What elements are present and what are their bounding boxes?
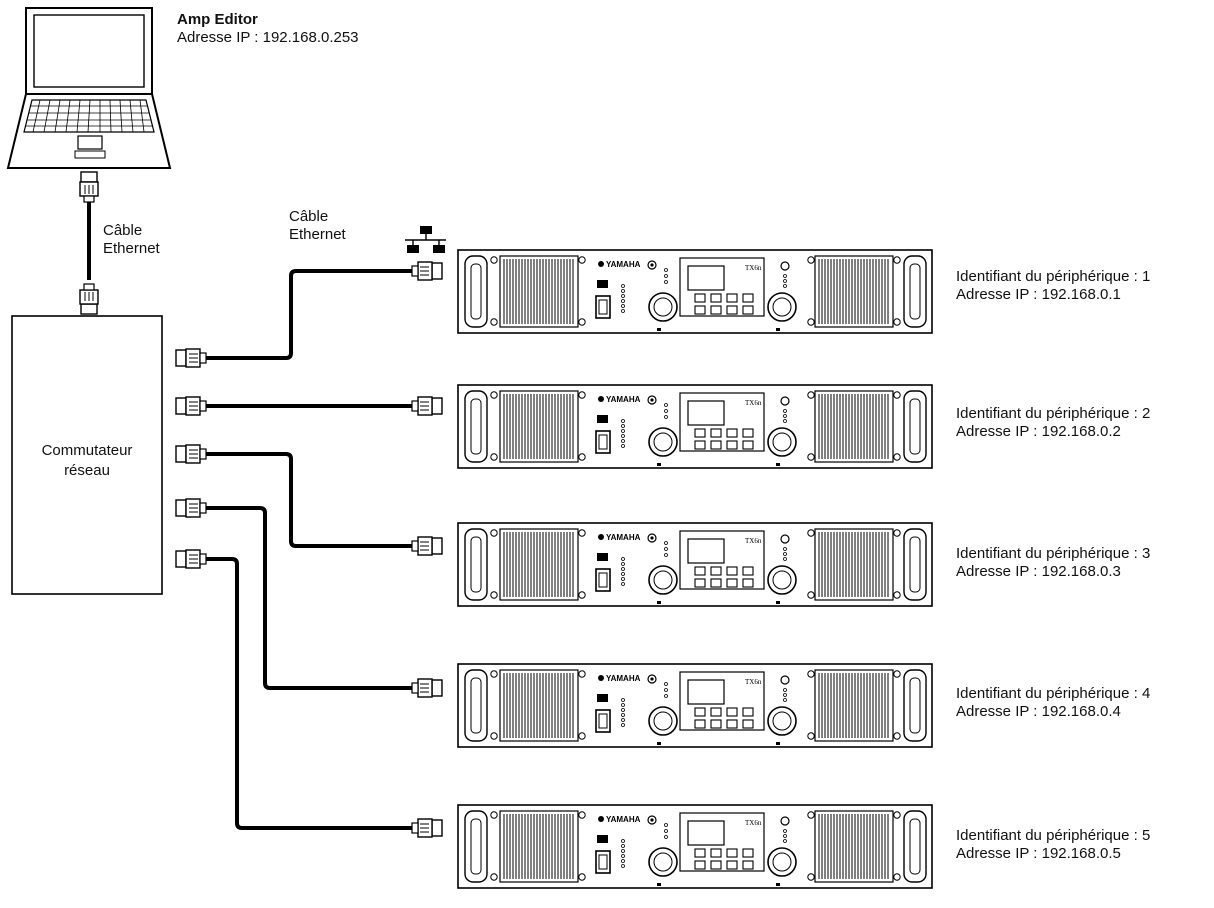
- cable-label-2-line-1: Câble: [289, 208, 329, 225]
- amplifier-brand: YAMAHA: [606, 533, 641, 542]
- amplifier-brand: YAMAHA: [606, 260, 641, 269]
- cable-label-1: Câble Ethernet: [103, 222, 160, 258]
- device-2-id: Identifiant du périphérique : 2: [956, 405, 1151, 422]
- cable-label-1-line-1: Câble: [103, 222, 143, 239]
- cable-label-1-line-2: Ethernet: [103, 240, 160, 257]
- amplifier-model: TX6n: [745, 399, 762, 407]
- computer-ip: Adresse IP : 192.168.0.253: [177, 29, 359, 46]
- switch-label: Commutateur réseau: [12, 441, 162, 481]
- network-switch: [11, 315, 163, 595]
- device-3-info: Identifiant du périphérique : 3 Adresse …: [956, 545, 1150, 581]
- switch-label-line-1: Commutateur: [41, 442, 133, 459]
- amplifier-model: TX6n: [745, 264, 762, 272]
- network-icon: [405, 226, 446, 253]
- device-4-ip: Adresse IP : 192.168.0.4: [956, 703, 1121, 720]
- plug-laptop: [79, 171, 99, 203]
- amplifier-1: YAMAHA TX6n: [457, 249, 933, 334]
- plug-switch-top: [79, 283, 99, 315]
- laptop-icon: [6, 7, 172, 169]
- device-1-id: Identifiant du périphérique : 1: [956, 268, 1151, 285]
- amplifier-brand: YAMAHA: [606, 815, 641, 824]
- device-5-ip: Adresse IP : 192.168.0.5: [956, 845, 1121, 862]
- device-1-info: Identifiant du périphérique : 1 Adresse …: [956, 268, 1150, 304]
- amplifier-4: YAMAHA TX6n: [457, 663, 933, 748]
- amplifier-5: YAMAHA TX6n: [457, 804, 933, 889]
- device-4-info: Identifiant du périphérique : 4 Adresse …: [956, 685, 1150, 721]
- amplifier-model: TX6n: [745, 819, 762, 827]
- cable-label-2-line-2: Ethernet: [289, 226, 346, 243]
- amplifier-brand: YAMAHA: [606, 395, 641, 404]
- amplifier-model: TX6n: [745, 678, 762, 686]
- device-3-id: Identifiant du périphérique : 3: [956, 545, 1151, 562]
- amplifier-brand: YAMAHA: [606, 674, 641, 683]
- device-1-ip: Adresse IP : 192.168.0.1: [956, 286, 1121, 303]
- amplifier-model: TX6n: [745, 537, 762, 545]
- device-2-info: Identifiant du périphérique : 2 Adresse …: [956, 405, 1150, 441]
- amplifier-2: YAMAHA TX6n: [457, 384, 933, 469]
- device-2-ip: Adresse IP : 192.168.0.2: [956, 423, 1121, 440]
- cables-switch-amps: [206, 269, 412, 830]
- cable-label-2: Câble Ethernet: [289, 208, 346, 244]
- device-5-info: Identifiant du périphérique : 5 Adresse …: [956, 827, 1150, 863]
- amplifier-3: YAMAHA TX6n: [457, 522, 933, 607]
- device-3-ip: Adresse IP : 192.168.0.3: [956, 563, 1121, 580]
- switch-label-line-2: réseau: [64, 462, 110, 479]
- computer-name: Amp Editor: [177, 11, 258, 28]
- device-5-id: Identifiant du périphérique : 5: [956, 827, 1151, 844]
- device-4-id: Identifiant du périphérique : 4: [956, 685, 1151, 702]
